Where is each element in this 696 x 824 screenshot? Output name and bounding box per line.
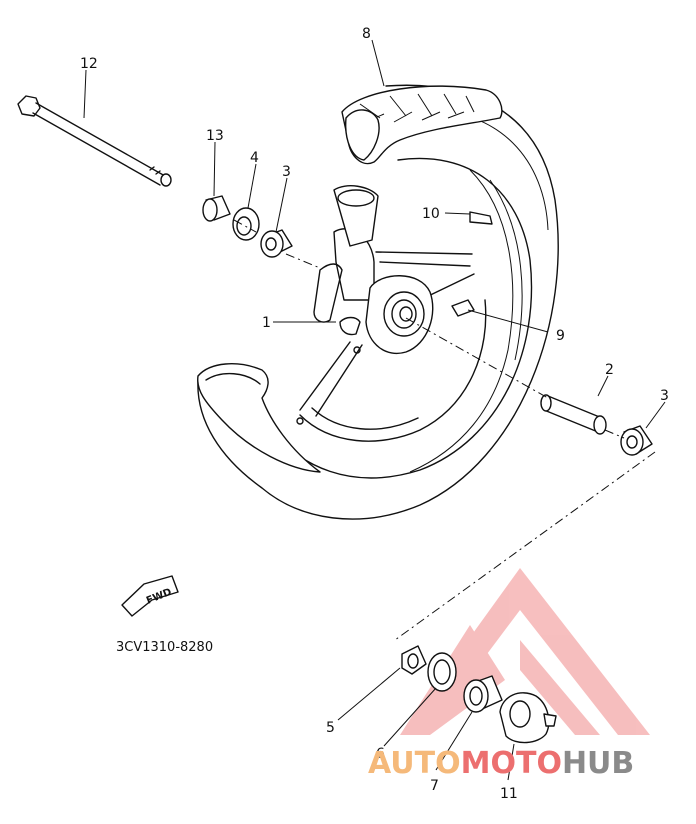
callout-2: 2 [605,362,614,378]
callout-6: 6 [376,746,385,762]
callout-11: 11 [500,786,518,802]
oil-seal-part [232,207,260,241]
bearing-part-left [260,229,293,258]
callout-4: 4 [250,150,259,166]
forward-arrow-icon: FWD [121,575,179,617]
callout-7: 7 [430,778,439,794]
callout-10: 10 [422,206,440,222]
part-code: 3CV1310-8280 [116,640,213,655]
axle-part [17,95,172,187]
callout-3-left: 3 [282,164,291,180]
callout-8: 8 [362,26,371,42]
callout-5: 5 [326,720,335,736]
oil-seal-lower-part [427,652,457,692]
callout-13: 13 [206,128,224,144]
callout-9: 9 [556,328,565,344]
collar-part [202,195,231,222]
callout-12: 12 [80,56,98,72]
clutch-part [401,645,427,675]
meter-gear-unit-part [499,692,557,744]
bearing-lower-part [463,675,503,713]
spacer-part [540,394,607,435]
wheel-assembly [197,84,559,520]
callout-3-right: 3 [660,388,669,404]
watermark-text: AUTOMOTOHUB [368,746,634,781]
bearing-part-right [620,425,653,456]
callout-1: 1 [262,315,271,331]
